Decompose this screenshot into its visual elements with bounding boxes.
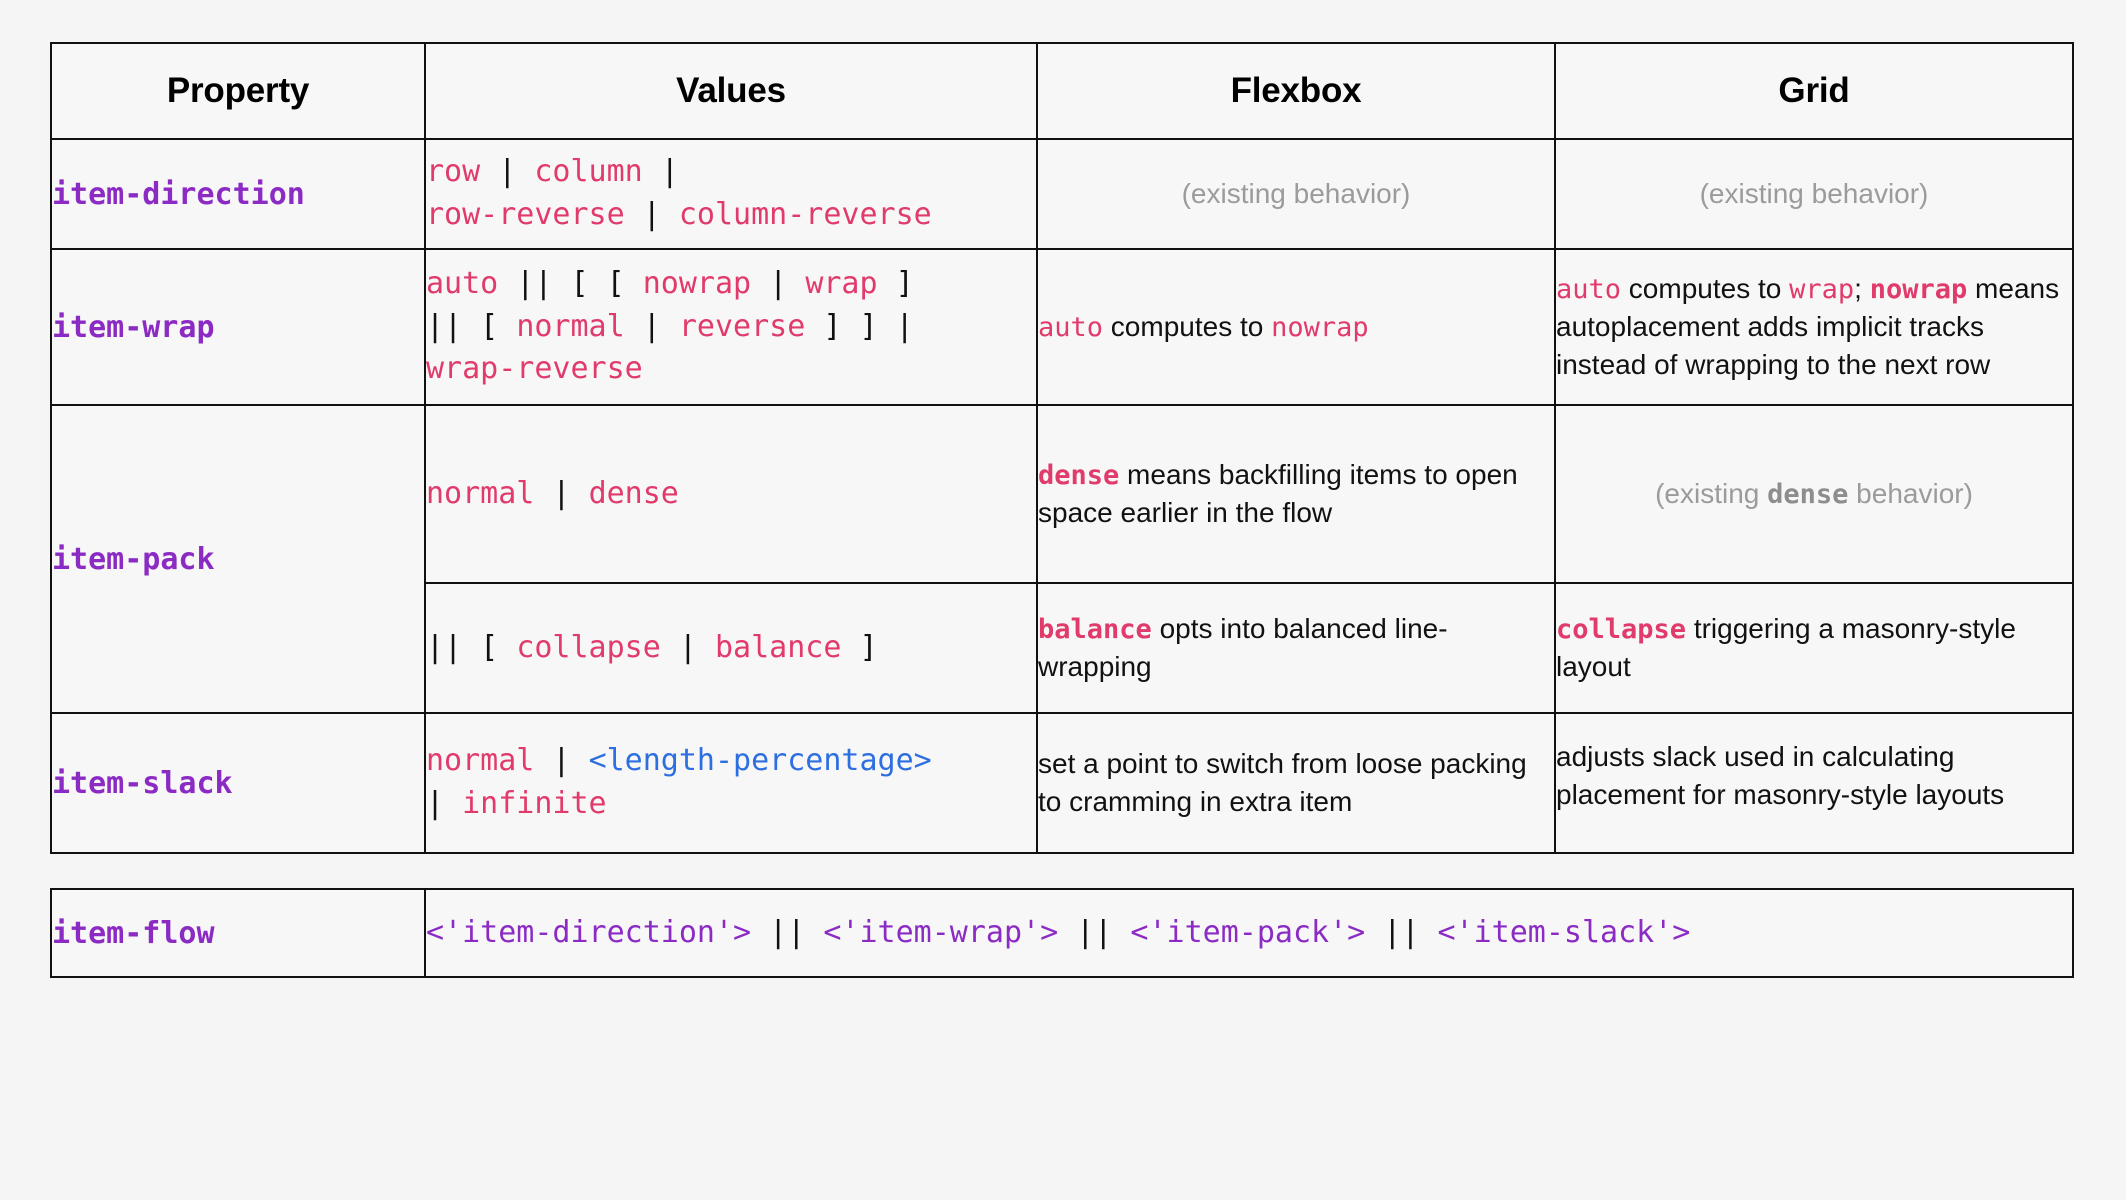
property-cell-item-slack: item-slack [50, 712, 426, 854]
flexbox-note: set a point to switch from loose packing… [1038, 748, 1527, 817]
flexbox-cell-item-pack-a: dense means backfilling items to open sp… [1036, 404, 1556, 584]
header-row: Property Values Flexbox Grid [50, 42, 2074, 140]
table-row: item-wrap auto || [ [ nowrap | wrap ]|| … [50, 248, 2074, 406]
table-row: || [ collapse | balance ] balance opts i… [51, 582, 2074, 714]
column-header-property: Property [50, 42, 426, 140]
value-syntax: auto || [ [ nowrap | wrap ]|| [ normal |… [426, 266, 914, 387]
grid-cell-item-wrap: auto computes to wrap; nowrap means auto… [1554, 248, 2074, 406]
table-header: Property Values Flexbox Grid [50, 42, 2074, 140]
property-cell-item-flow: item-flow [50, 888, 426, 978]
flexbox-cell-item-pack-b: balance opts into balanced line-wrapping [1036, 582, 1556, 714]
grid-note: adjusts slack used in calculating placem… [1556, 741, 2005, 810]
flexbox-note: balance opts into balanced line-wrapping [1038, 612, 1448, 683]
grid-note: (existing dense behavior) [1655, 477, 1973, 510]
values-cell-item-pack-a: normal | dense [424, 404, 1038, 584]
value-syntax: row | column | row-reverse | column-reve… [426, 154, 932, 232]
item-flow-table: item-flow <'item-direction'> || <'item-w… [50, 888, 2074, 978]
grid-note: collapse triggering a masonry-style layo… [1556, 612, 2016, 683]
property-cell-item-direction: item-direction [50, 138, 426, 250]
flexbox-cell-item-direction: (existing behavior) [1036, 138, 1556, 250]
values-cell-item-direction: row | column | row-reverse | column-reve… [424, 138, 1038, 250]
property-spec-table: Property Values Flexbox Grid item-direct… [50, 42, 2074, 854]
column-header-grid: Grid [1554, 42, 2074, 140]
values-cell-item-flow: <'item-direction'> || <'item-wrap'> || <… [424, 888, 2074, 978]
flexbox-cell-item-slack: set a point to switch from loose packing… [1036, 712, 1556, 854]
column-header-values: Values [424, 42, 1038, 140]
value-syntax: || [ collapse | balance ] [426, 629, 878, 665]
property-cell-item-wrap: item-wrap [50, 248, 426, 406]
value-syntax: normal | <length-percentage>| infinite [426, 743, 932, 821]
property-name: item-wrap [52, 309, 215, 345]
flexbox-note: dense means backfilling items to open sp… [1038, 458, 1518, 529]
grid-cell-item-direction: (existing behavior) [1554, 138, 2074, 250]
column-header-flexbox: Flexbox [1036, 42, 1556, 140]
property-cell-item-pack: item-pack [50, 404, 426, 714]
table-row: item-slack normal | <length-percentage>|… [50, 712, 2074, 854]
flexbox-note: (existing behavior) [1181, 178, 1411, 210]
property-name: item-pack [52, 541, 215, 577]
values-cell-item-wrap: auto || [ [ nowrap | wrap ]|| [ normal |… [424, 248, 1038, 406]
value-syntax: normal | dense [426, 475, 679, 511]
grid-note: auto computes to wrap; nowrap means auto… [1556, 272, 2060, 381]
property-name: item-slack [52, 765, 233, 801]
table-row: item-flow <'item-direction'> || <'item-w… [50, 888, 2074, 978]
grid-note: (existing behavior) [1699, 178, 1929, 210]
flexbox-note: auto computes to nowrap [1038, 310, 1369, 343]
values-cell-item-slack: normal | <length-percentage>| infinite [424, 712, 1038, 854]
grid-cell-item-slack: adjusts slack used in calculating placem… [1554, 712, 2074, 854]
property-name: item-flow [52, 915, 215, 951]
grid-cell-item-pack-a: (existing dense behavior) [1554, 404, 2074, 584]
grid-cell-item-pack-b: collapse triggering a masonry-style layo… [1554, 582, 2074, 714]
values-cell-item-pack-b: || [ collapse | balance ] [424, 582, 1038, 714]
table-row: item-direction row | column | row-revers… [50, 138, 2074, 250]
flexbox-cell-item-wrap: auto computes to nowrap [1036, 248, 1556, 406]
flow-table-body: item-flow <'item-direction'> || <'item-w… [50, 888, 2074, 978]
table-body: item-direction row | column | row-revers… [50, 138, 2074, 854]
property-name: item-direction [52, 176, 305, 212]
table-row: item-pack normal | dense dense means bac… [50, 404, 2074, 714]
value-syntax: <'item-direction'> || <'item-wrap'> || <… [426, 914, 1691, 950]
